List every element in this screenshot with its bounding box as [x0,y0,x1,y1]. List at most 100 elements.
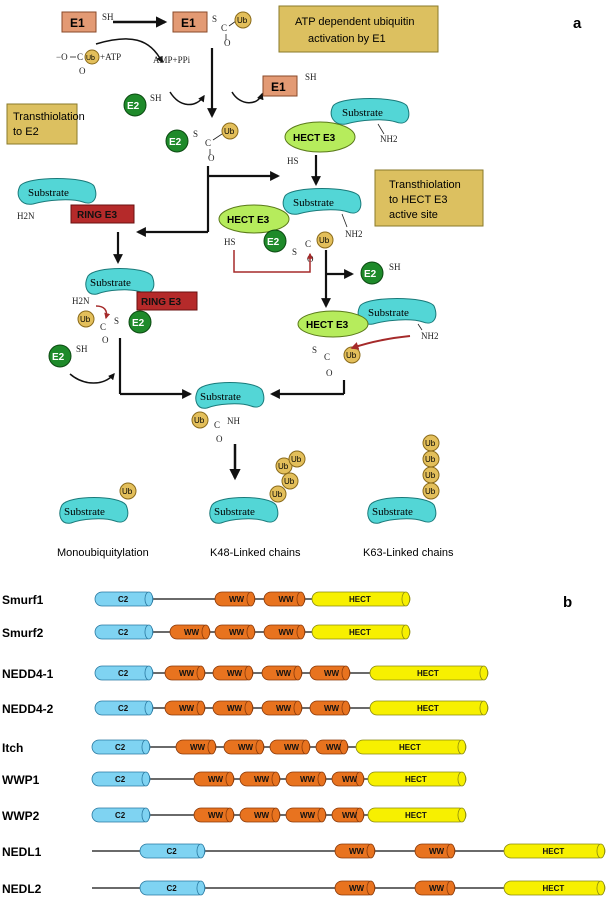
e2-sh-label: E2 [127,101,140,112]
ww-domain-4: WW [309,665,351,681]
c2-domain-label: C2 [118,628,129,637]
e2-released-right-sh: SH [389,262,401,272]
protein-name: NEDL2 [2,882,42,896]
protein-name: WWP1 [2,773,40,787]
e2-released-left: E2 SH [48,344,115,384]
hect-box-line2: to HECT E3 [389,194,448,206]
ring-c: C [100,322,106,332]
hect-domain: HECT [367,771,467,787]
c2-domain: C2 [94,665,154,681]
hect-o: O [326,368,333,378]
ww-domain-2-label: WW [429,847,445,856]
ww-domain-3: WW [263,624,306,640]
substrate-label-k48: Substrate [214,506,255,518]
caption-k63: K63-Linked chains [363,547,454,559]
hect-domain-label: HECT [399,743,421,752]
ring-e3-complex: Substrate H2N RING E3 Ub C O S E2 [72,268,198,345]
protein-name: WWP2 [2,809,40,823]
e2-c: C [205,138,211,148]
e2-released-left-sh: SH [76,344,88,354]
hect-domain-label: HECT [543,884,565,893]
hect-domain: HECT [355,739,467,755]
substrate-label-2: Substrate [293,197,334,209]
ww-domain-2: WW [239,807,281,823]
c2-domain-label: C2 [167,847,178,856]
hect-box-line3: active site [389,209,438,221]
hect-domain-label: HECT [349,595,371,604]
c2-domain: C2 [94,591,154,607]
atp-box-line1: ATP dependent ubiquitin [295,16,414,28]
ww-domain-3: WW [285,807,327,823]
e1-sh-enzyme: E1 SH [61,11,114,33]
hect-c: C [324,352,330,362]
atp-ub-label: Ub [86,55,95,62]
ub-label: Ub [237,16,248,25]
ww-domain-3: WW [285,771,327,787]
ring-e2-label: E2 [132,318,145,329]
transthiolation-e2-box: Transthiolation to E2 [6,103,85,145]
ww-domain-3-label: WW [276,669,292,678]
svg-text:−O: −O [56,52,68,62]
hect-domain: HECT [311,624,411,640]
e2-ub-ub: Ub [224,127,235,136]
ring-e3-label-1: RING E3 [77,210,117,221]
ww-domain-2: WW [214,624,256,640]
mono-ub: Ub [122,487,133,496]
e2-box-line2: to E2 [13,126,39,138]
o-atom: O [224,38,231,48]
hect-domain: HECT [311,591,411,607]
hect-domain-label: HECT [417,669,439,678]
atp-activation-box: ATP dependent ubiquitin activation by E1 [278,5,439,53]
hect-box-line1: Transthiolation [389,179,461,191]
nh2-label-1: NH2 [380,134,398,144]
ww-domain-2-label: WW [254,811,270,820]
ring-e3-label-2: RING E3 [141,297,181,308]
ww-domain-2-label: WW [254,775,270,784]
hect-domain: HECT [369,665,489,681]
substrate-label-5: Substrate [90,277,131,289]
hect-domain-label: HECT [405,811,427,820]
c2-domain-label: C2 [118,669,129,678]
hect-domain: HECT [367,807,467,823]
central-c: C [214,420,220,430]
panel-b-letter: b [563,594,572,611]
ww-domain-2: WW [239,771,281,787]
hs-label-1: HS [287,156,299,166]
ww-domain-1: WW [334,843,376,859]
k63-ub-3: Ub [425,455,436,464]
ring-e3-substrate: Substrate H2N RING E3 [17,178,135,224]
e2-ub-label: E2 [169,137,182,148]
hs-label-2: HS [224,237,236,247]
protein-name: NEDD4-1 [2,667,54,681]
c2-domain: C2 [94,624,154,640]
c2-domain: C2 [91,739,151,755]
ww-domain-3: WW [269,739,311,755]
ring-s: S [114,316,119,326]
ww-domain-1: WW [214,591,256,607]
e1-ub-thioester: E1 S C O Ub [172,11,252,48]
product-k63: Substrate Ub Ub Ub Ub [367,434,440,524]
ww-domain-4: WW [331,807,365,823]
ww-domain-4: WW [331,771,365,787]
ww-domain-4-label: WW [324,669,340,678]
atp-reaction: −O C O Ub +ATP AMP+PPi [56,38,191,76]
e2-released-right-label: E2 [364,269,377,280]
ww-domain-4: WW [315,739,349,755]
c2-domain-label: C2 [115,743,126,752]
ww-domain-1-label: WW [349,884,365,893]
substrate-label-4: Substrate [28,187,69,199]
c2-domain-label: C2 [118,595,129,604]
ww-domain-1-label: WW [349,847,365,856]
hect-ub-thioester: Substrate NH2 HECT E3 S C O Ub [297,298,439,378]
ww-domain-1-label: WW [190,743,206,752]
nh2-label-2: NH2 [345,229,363,239]
substrate-label-6: Substrate [200,391,241,403]
transthiolation-hect-box: Transthiolation to HECT E3 active site [374,169,484,227]
ww-domain-4: WW [309,700,351,716]
